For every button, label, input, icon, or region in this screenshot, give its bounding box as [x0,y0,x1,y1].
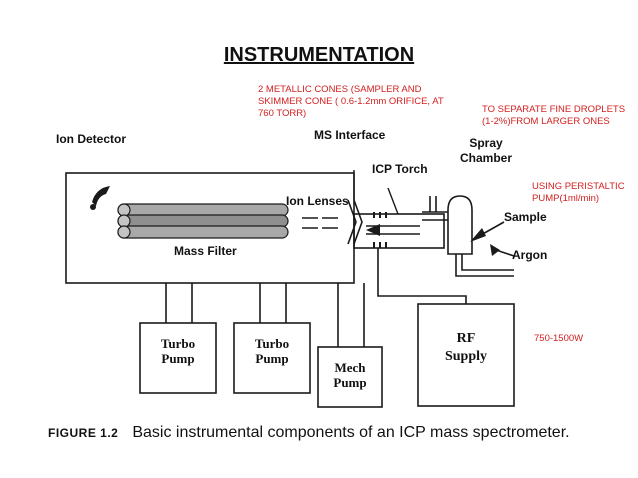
cones-note-line2: SKIMMER CONE ( 0.6-1.2mm ORIFICE, AT [258,96,444,107]
argon-label: Argon [512,248,548,262]
icp-torch-flame [366,224,380,236]
spray-chamber-label-line2: Chamber [460,151,513,165]
spray-chamber-label-line1: Spray [469,136,503,150]
cones-note-line3: 760 TORR) [258,108,307,119]
power-note: 750-1500W [534,333,584,344]
turbo-pump-1-label: Turbo Pump [140,336,216,366]
mass-filter-label: Mass Filter [174,244,237,258]
droplets-note-line2: (1-2%)FROM LARGER ONES [482,116,610,127]
peristaltic-note-line2: PUMP(1ml/min) [532,193,600,204]
cones-note-line1: 2 METALLIC CONES (SAMPLER AND [258,84,422,95]
peristaltic-note-line1: USING PERISTALTIC [532,181,625,192]
spray-chamber-stem [429,196,437,212]
turbo-pump-2-line2: Pump [255,351,289,366]
icp-torch-coil [373,212,387,248]
turbo-pump-2-line1: Turbo [254,336,290,351]
rf-supply-label: RF Supply [418,330,514,366]
mech-pump-line [337,283,365,347]
icp-torch-pointer [387,187,399,215]
sample-label: Sample [504,210,547,224]
mech-pump-label: Mech Pump [318,360,382,390]
turbo-pump-2-label: Turbo Pump [234,336,310,366]
rf-connection-line [377,248,467,304]
argon-arrow-head [490,244,500,256]
figure-caption: FIGURE 1.2 Basic instrumental components … [48,424,570,442]
ion-lenses-label: Ion Lenses [286,194,349,208]
spray-chamber-label: Spray Chamber [460,136,512,166]
figure-number: FIGURE 1.2 [48,426,119,440]
argon-line [455,254,514,277]
spray-chamber-body [447,195,473,255]
icp-torch-tube [366,225,420,235]
droplets-note-line1: TO SEPARATE FINE DROPLETS [482,104,626,115]
mech-pump-box [317,346,383,408]
ion-detector-dot [90,204,96,210]
turbo-pump-2-line [259,283,287,323]
interface-cones [347,199,363,245]
mass-filter-rods [117,203,289,239]
ion-detector-label: Ion Detector [56,132,127,146]
peristaltic-note: USING PERISTALTIC PUMP(1ml/min) [532,181,625,205]
mech-pump-line2: Pump [333,375,367,390]
rf-supply-line1: RF [456,331,476,346]
turbo-pump-1-line1: Turbo [160,336,196,351]
icp-torch-label: ICP Torch [372,162,428,176]
figure-caption-text: Basic instrumental components of an ICP … [132,424,570,441]
rf-supply-line2: Supply [444,349,488,364]
argon-arrow-shaft [495,249,515,257]
spray-chamber-neck [422,211,448,221]
slide-title: INSTRUMENTATION [223,44,415,66]
ion-lenses [302,217,338,229]
ms-interface-label: MS Interface [314,128,386,142]
droplets-note: TO SEPARATE FINE DROPLETS (1-2%)FROM LAR… [482,104,625,128]
torch-housing [353,213,445,249]
argon-line-inner [461,254,514,271]
sample-arrow-head [470,228,486,242]
turbo-pump-1-box [139,322,217,394]
mech-pump-line1: Mech [334,360,366,375]
cones-note: 2 METALLIC CONES (SAMPLER AND SKIMMER CO… [258,84,444,120]
turbo-pump-1-line2: Pump [161,351,195,366]
ion-detector-shape [92,186,110,206]
turbo-pump-2-box [233,322,311,394]
turbo-pump-1-line [165,283,193,323]
